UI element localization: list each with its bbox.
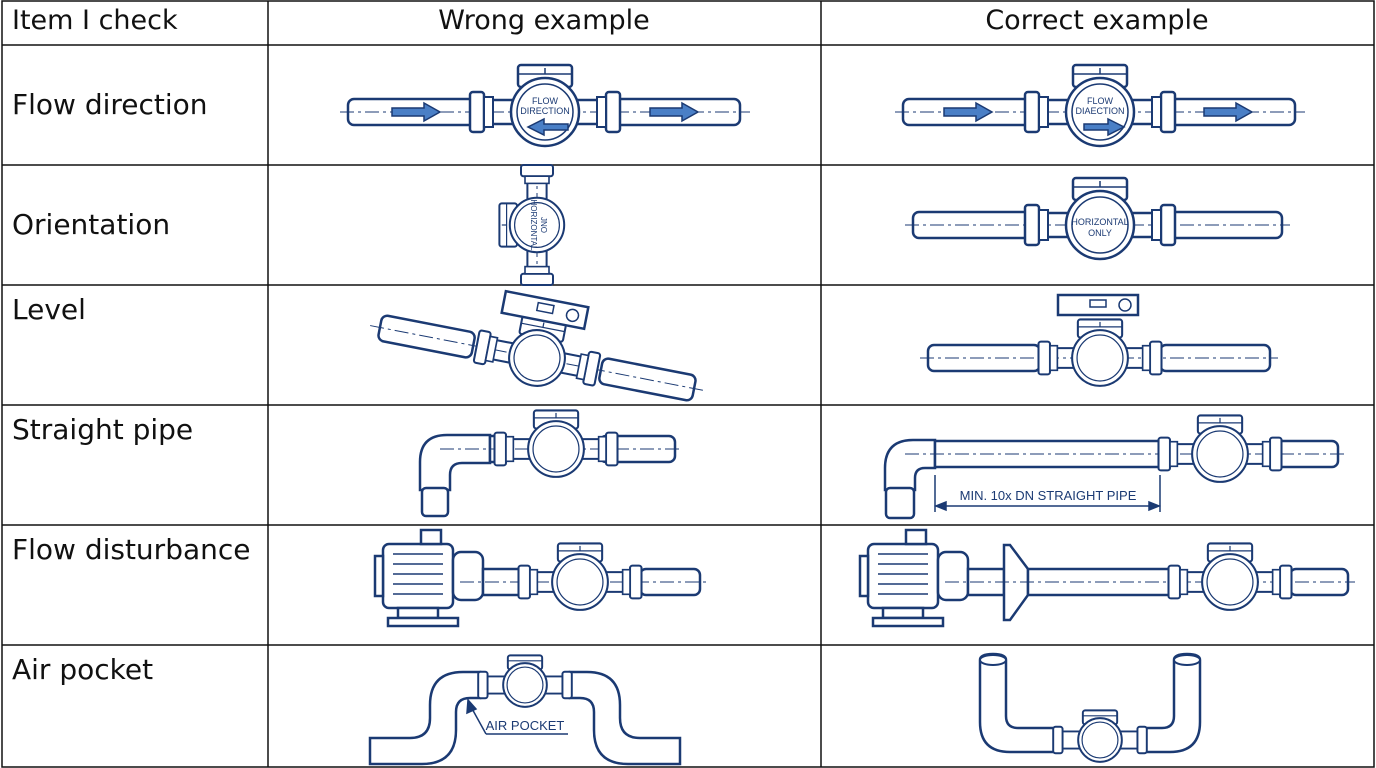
dimension-label: MIN. 10x DN STRAIGHT PIPE — [960, 488, 1137, 503]
column-header-item: Item I check — [12, 5, 178, 36]
dimension-line — [933, 475, 1162, 512]
row-label-straight-pipe: Straight pipe — [12, 413, 194, 446]
pipe-icon — [568, 670, 682, 766]
flow-arrow-icon — [1083, 117, 1126, 137]
pipe-icon — [905, 210, 1290, 240]
orientation-wrong-drawing: JNO HORIZONTAL — [498, 163, 566, 287]
flow-direction-wrong-drawing: FLOW DIRECTION — [340, 63, 750, 148]
pipe-icon — [1138, 652, 1202, 754]
flow-meter-icon — [1157, 414, 1283, 483]
straight-pipe-correct-drawing: MIN. 10x DN STRAIGHT PIPE — [883, 414, 1346, 520]
flow-disturbance-wrong-drawing — [373, 528, 706, 628]
meter-label: HORIZONTAL — [529, 200, 538, 252]
row-label-flow-disturbance: Flow disturbance — [12, 533, 251, 566]
pipe-icon — [920, 343, 1278, 373]
level-wrong-drawing — [370, 289, 704, 402]
meter-label: JNO — [539, 217, 548, 233]
row-label-flow-direction: Flow direction — [12, 88, 208, 121]
flow-meter-icon — [493, 409, 619, 478]
spirit-level-icon — [500, 289, 590, 331]
orientation-correct-drawing: HORIZONTAL ONLY — [905, 176, 1290, 261]
reverse-arrow-icon — [526, 117, 569, 137]
flow-meter-icon — [1037, 318, 1163, 387]
spirit-level-icon — [1056, 293, 1140, 317]
meter-label: DIAECTION — [1075, 106, 1124, 116]
flow-meter-icon — [477, 654, 573, 708]
pipe-icon — [978, 652, 1062, 754]
meter-label: FLOW — [532, 96, 559, 106]
callout-leader — [466, 698, 568, 735]
column-header-wrong: Wrong example — [438, 5, 650, 36]
flow-direction-correct-drawing: FLOW DIAECTION — [895, 63, 1305, 148]
row-label-level: Level — [12, 293, 86, 326]
flow-arrow-icon — [391, 101, 442, 123]
pipe-icon — [368, 670, 482, 766]
straight-pipe-wrong-drawing — [418, 409, 682, 518]
flow-arrow-icon — [943, 101, 994, 123]
flow-arrow-icon — [1203, 101, 1254, 123]
air-pocket-wrong-drawing: AIR POCKET — [368, 654, 682, 766]
flow-arrow-icon — [649, 101, 700, 123]
elbow-icon — [883, 438, 937, 492]
flow-meter-icon — [517, 542, 643, 611]
flow-disturbance-correct-drawing — [858, 528, 1355, 628]
meter-label: ONLY — [1088, 228, 1112, 238]
meter-label: HORIZONTAL — [1071, 217, 1128, 227]
flow-meter-icon — [1167, 542, 1293, 611]
flow-meter-icon — [1052, 709, 1148, 763]
meter-label: FLOW — [1087, 96, 1114, 106]
level-correct-drawing — [920, 293, 1278, 387]
pump-motor-icon — [858, 528, 970, 628]
row-label-orientation: Orientation — [12, 208, 171, 241]
column-header-correct: Correct example — [985, 5, 1209, 36]
row-label-air-pocket: Air pocket — [12, 653, 154, 686]
air-pocket-correct-drawing — [978, 652, 1202, 763]
elbow-icon — [418, 433, 492, 492]
meter-label: DIRECTION — [520, 106, 570, 116]
air-pocket-label: AIR POCKET — [486, 718, 565, 733]
pump-motor-icon — [373, 528, 485, 628]
